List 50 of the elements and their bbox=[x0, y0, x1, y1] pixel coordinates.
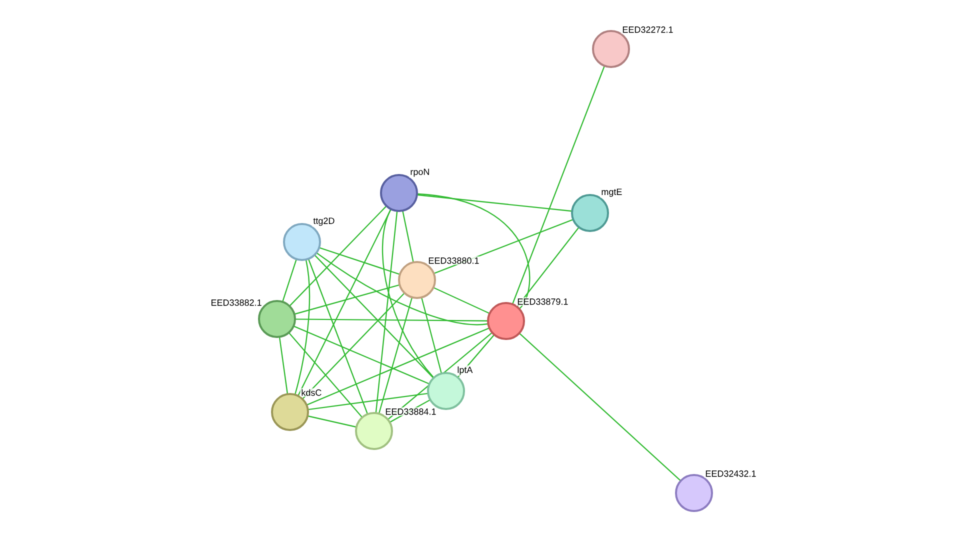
interaction-line bbox=[421, 297, 442, 374]
interaction-line bbox=[306, 328, 490, 406]
interaction-line bbox=[457, 334, 495, 378]
interaction-line bbox=[294, 326, 430, 384]
interaction-line bbox=[375, 211, 398, 413]
node-label: lptA bbox=[458, 366, 473, 375]
interaction-line bbox=[519, 332, 681, 482]
interaction-line bbox=[417, 194, 572, 212]
node-label: mgtE bbox=[602, 188, 622, 197]
interaction-line bbox=[316, 252, 488, 326]
node-label: EED33884.1 bbox=[386, 408, 436, 415]
interaction-line bbox=[282, 259, 297, 302]
interaction-line bbox=[382, 209, 434, 378]
interaction-line bbox=[402, 210, 414, 262]
interaction-line bbox=[294, 284, 400, 315]
node-label: kdsC bbox=[302, 389, 322, 396]
interaction-line bbox=[294, 260, 310, 395]
protein-node: kdsC bbox=[271, 388, 323, 431]
interaction-line bbox=[308, 392, 428, 410]
protein-node: ttg2D bbox=[283, 216, 336, 261]
interaction-line bbox=[308, 415, 356, 428]
interaction-line bbox=[314, 254, 434, 378]
interaction-line bbox=[288, 332, 363, 418]
node-label: EED33879.1 bbox=[518, 298, 568, 305]
interaction-line bbox=[417, 193, 530, 310]
interaction-line bbox=[298, 209, 392, 396]
protein-node: EED33882.1 bbox=[210, 298, 296, 338]
interaction-line bbox=[378, 297, 413, 414]
node-label: ttg2D bbox=[313, 218, 334, 226]
node-label: rpoN bbox=[410, 168, 429, 177]
interaction-line bbox=[289, 206, 387, 306]
protein-node: EED32432.1 bbox=[675, 469, 758, 512]
node-label: EED32272.1 bbox=[622, 26, 673, 33]
interaction-line bbox=[319, 247, 400, 275]
node-label: EED33882.1 bbox=[212, 299, 262, 306]
interaction-line bbox=[308, 258, 368, 414]
protein-node: mgtE bbox=[571, 188, 624, 232]
interaction-line bbox=[302, 292, 405, 400]
protein-node: EED32272.1 bbox=[592, 25, 674, 68]
interaction-line bbox=[512, 66, 605, 304]
interaction-line bbox=[278, 336, 288, 394]
protein-node: EED33880.1 bbox=[398, 256, 480, 299]
node-label: EED33880.1 bbox=[428, 257, 479, 264]
interaction-line bbox=[433, 287, 490, 314]
protein-node: EED33884.1 bbox=[355, 407, 438, 450]
interaction-line bbox=[295, 318, 488, 322]
protein-node: EED33879.1 bbox=[487, 297, 570, 340]
node-label: EED32432.1 bbox=[706, 470, 756, 477]
protein-node: rpoN bbox=[380, 168, 431, 212]
protein-node: lptA bbox=[427, 365, 474, 410]
